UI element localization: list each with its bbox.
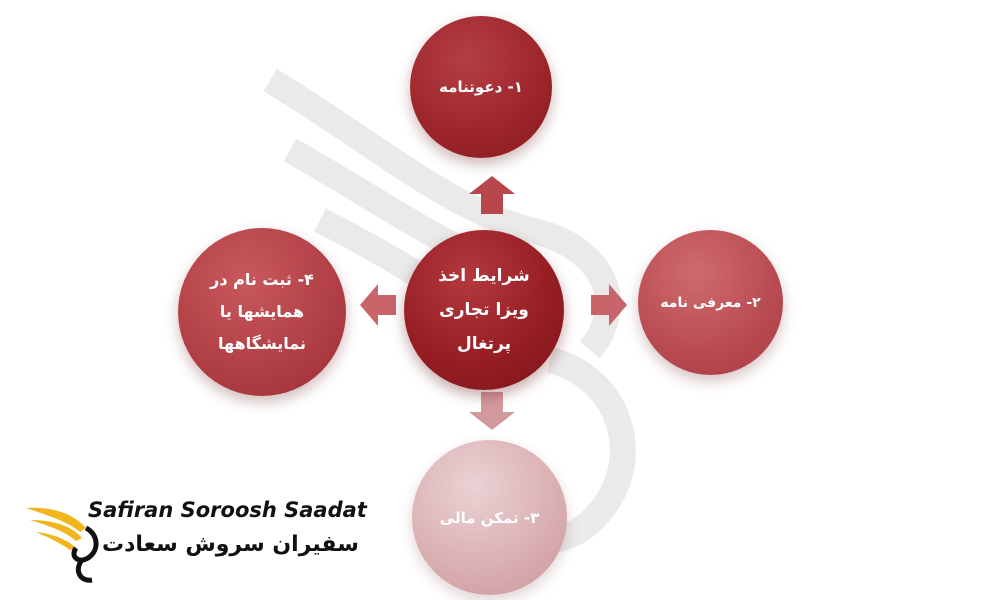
logo-persian-text: سفیران سروش سعادت xyxy=(102,532,359,557)
node-label: ۱- دعوتنامه xyxy=(439,78,523,96)
node-label-line: همایشها یا xyxy=(219,302,305,321)
node-label-group: ۴- ثبت نام در همایشها یا نمایشگاهها xyxy=(192,264,332,360)
center-label-line: شرایط اخذ xyxy=(438,266,530,286)
node-invitation-letter: ۱- دعوتنامه xyxy=(410,16,552,158)
node-financial-ability: ۳- تمکن مالی xyxy=(412,440,567,595)
node-label-line: ۴- ثبت نام در xyxy=(210,270,314,289)
arrow-down xyxy=(469,392,515,430)
node-label-line: نمایشگاهها xyxy=(218,334,307,353)
node-center-title: شرایط اخذ ویزا تجاری پرتغال xyxy=(404,230,564,390)
brand-logo: Safiran Soroosh Saadat سفیران سروش سعادت xyxy=(22,494,367,590)
node-reference-letter: ۲- معرفی نامه xyxy=(638,230,783,375)
arrow-left xyxy=(360,284,396,326)
logo-latin-text: Safiran Soroosh Saadat xyxy=(88,498,367,522)
center-label-group: شرایط اخذ ویزا تجاری پرتغال xyxy=(420,259,548,361)
node-label: ۳- تمکن مالی xyxy=(439,508,540,527)
center-label-line: پرتغال xyxy=(456,334,512,354)
arrow-right xyxy=(591,284,627,326)
node-conference-registration: ۴- ثبت نام در همایشها یا نمایشگاهها xyxy=(178,228,346,396)
center-label-line: ویزا تجاری xyxy=(439,300,529,320)
node-label: ۲- معرفی نامه xyxy=(660,294,761,311)
phoenix-logo-icon xyxy=(26,507,99,583)
arrow-up xyxy=(469,176,515,214)
